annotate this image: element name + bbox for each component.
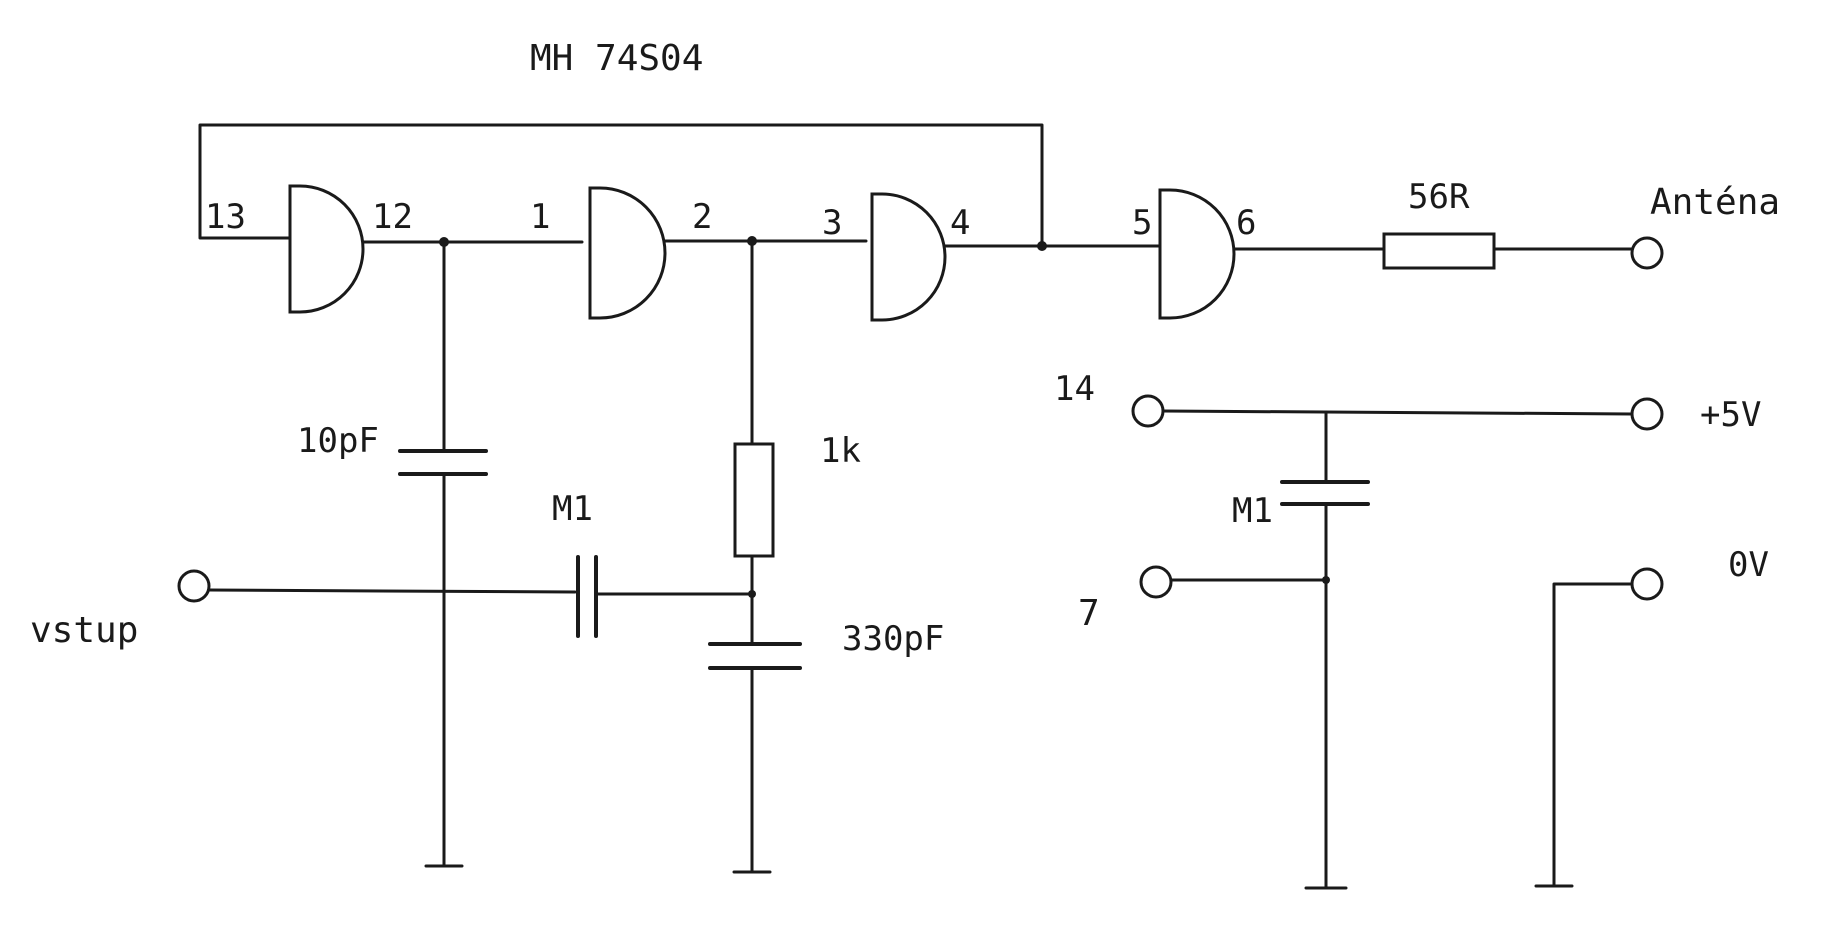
feedback-wire [198,123,1044,248]
pin-3-label: 3 [822,203,842,243]
wire-gnd [1552,582,1634,888]
junction-dot-7 [1322,576,1330,584]
pin-2-label: 2 [692,197,712,237]
gnd-label: 0V [1728,545,1769,585]
vcc-terminal [1630,397,1664,431]
gate-inverter-5-6 [1158,188,1236,320]
pin-1-label: 1 [530,197,550,237]
gate-inverter-3-4 [870,192,947,322]
pin-6-label: 6 [1236,203,1256,243]
gate-inverter-1-2 [588,186,667,320]
pin-14-terminal [1131,394,1165,428]
capacitor-10pf-label: 10pF [297,421,379,461]
pin-7-terminal [1139,565,1173,599]
wire-input [207,588,577,594]
resistor-56r [1382,232,1496,270]
input-label: vstup [30,610,138,651]
junction-dot-4 [1037,241,1047,251]
gate-inverter-13-12 [288,184,365,314]
input-terminal [177,569,211,603]
wire-vcc-rail [1161,409,1634,416]
capacitor-330pf-label: 330pF [842,619,944,659]
resistor-1k [733,442,775,558]
resistor-1k-label: 1k [820,431,861,471]
gnd-terminal [1630,567,1664,601]
pin-7-label: 7 [1078,593,1100,634]
capacitor-m1-decoupling-label: M1 [1232,491,1273,531]
capacitor-m1-input-label: M1 [552,489,593,529]
antenna-label: Anténa [1650,182,1780,223]
antenna-terminal [1630,236,1664,270]
junction-dot-1k [748,590,756,598]
pin-12-label: 12 [372,197,413,237]
resistor-56r-label: 56R [1408,177,1470,217]
pin-13-label: 13 [205,197,246,237]
pin-5-label: 5 [1132,203,1152,243]
ic-label: MH 74S04 [530,38,703,79]
pin-4-label: 4 [950,203,970,243]
pin-14-label: 14 [1054,369,1095,409]
vcc-label: +5V [1700,395,1761,435]
